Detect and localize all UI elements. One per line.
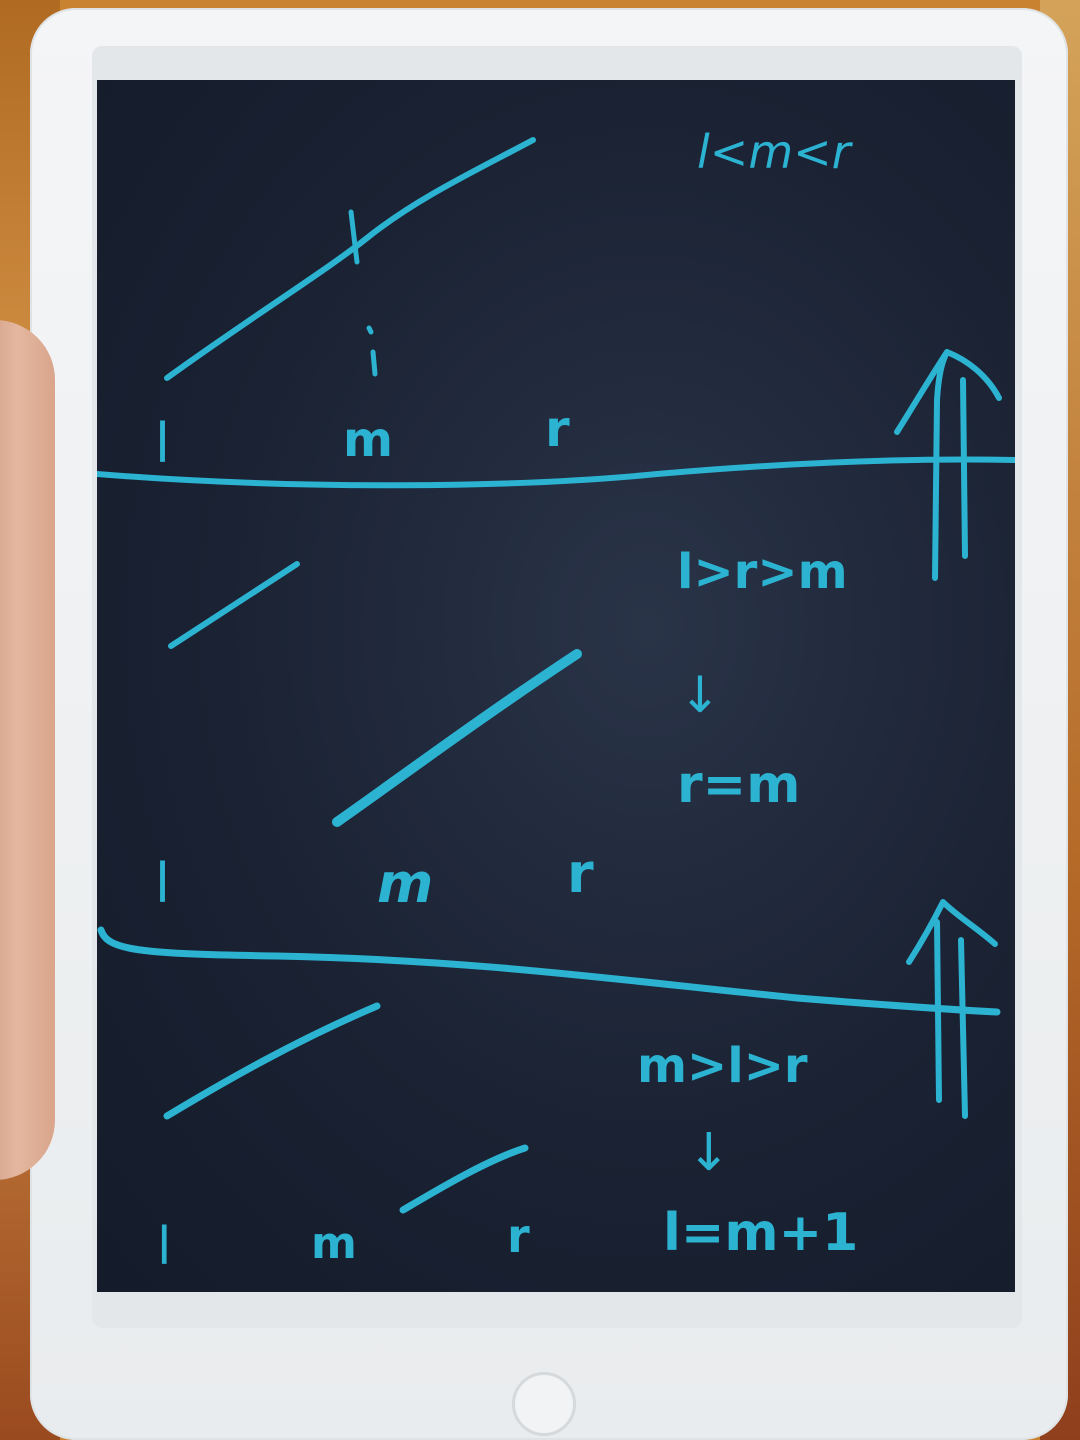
s2-label-l: l bbox=[155, 852, 170, 915]
s2-long-line bbox=[332, 649, 582, 827]
divider-1 bbox=[97, 456, 1015, 489]
up-arrow-1 bbox=[894, 349, 1002, 581]
s3-arrow: ↓ bbox=[687, 1123, 731, 1183]
s1-dotted-line bbox=[366, 325, 378, 377]
s2-short-line bbox=[168, 561, 300, 649]
s1-label-l: l bbox=[155, 412, 170, 475]
s3-label-l: l bbox=[157, 1217, 171, 1277]
s3-result: l=m+1 bbox=[663, 1203, 858, 1263]
s1-condition: l<m<r bbox=[697, 125, 854, 179]
s1-rising-curve bbox=[164, 137, 536, 381]
thumb bbox=[0, 320, 55, 1180]
s3-line-right bbox=[399, 1144, 529, 1214]
divider-2 bbox=[97, 926, 1001, 1016]
s2-result: r=m bbox=[677, 755, 800, 815]
s3-label-r: r bbox=[507, 1209, 530, 1263]
s3-line-left bbox=[163, 1002, 381, 1120]
s2-label-m: m bbox=[377, 852, 433, 915]
tablet-screen[interactable]: l<m<r l m r l>r>m ↓ r=m l m r m>l>r bbox=[97, 80, 1015, 1292]
s1-label-r: r bbox=[545, 400, 570, 458]
s2-arrow: ↓ bbox=[679, 666, 721, 724]
s2-label-r: r bbox=[567, 842, 594, 905]
s3-label-m: m bbox=[311, 1218, 357, 1269]
handwriting-layer: l<m<r l m r l>r>m ↓ r=m l m r m>l>r bbox=[97, 125, 1015, 1277]
s2-condition: l>r>m bbox=[677, 544, 848, 600]
s1-mid-tick bbox=[348, 209, 360, 265]
home-button[interactable] bbox=[512, 1372, 576, 1436]
s1-label-m: m bbox=[343, 412, 393, 468]
s3-condition: m>l>r bbox=[637, 1038, 808, 1094]
up-arrow-2 bbox=[906, 899, 998, 1119]
